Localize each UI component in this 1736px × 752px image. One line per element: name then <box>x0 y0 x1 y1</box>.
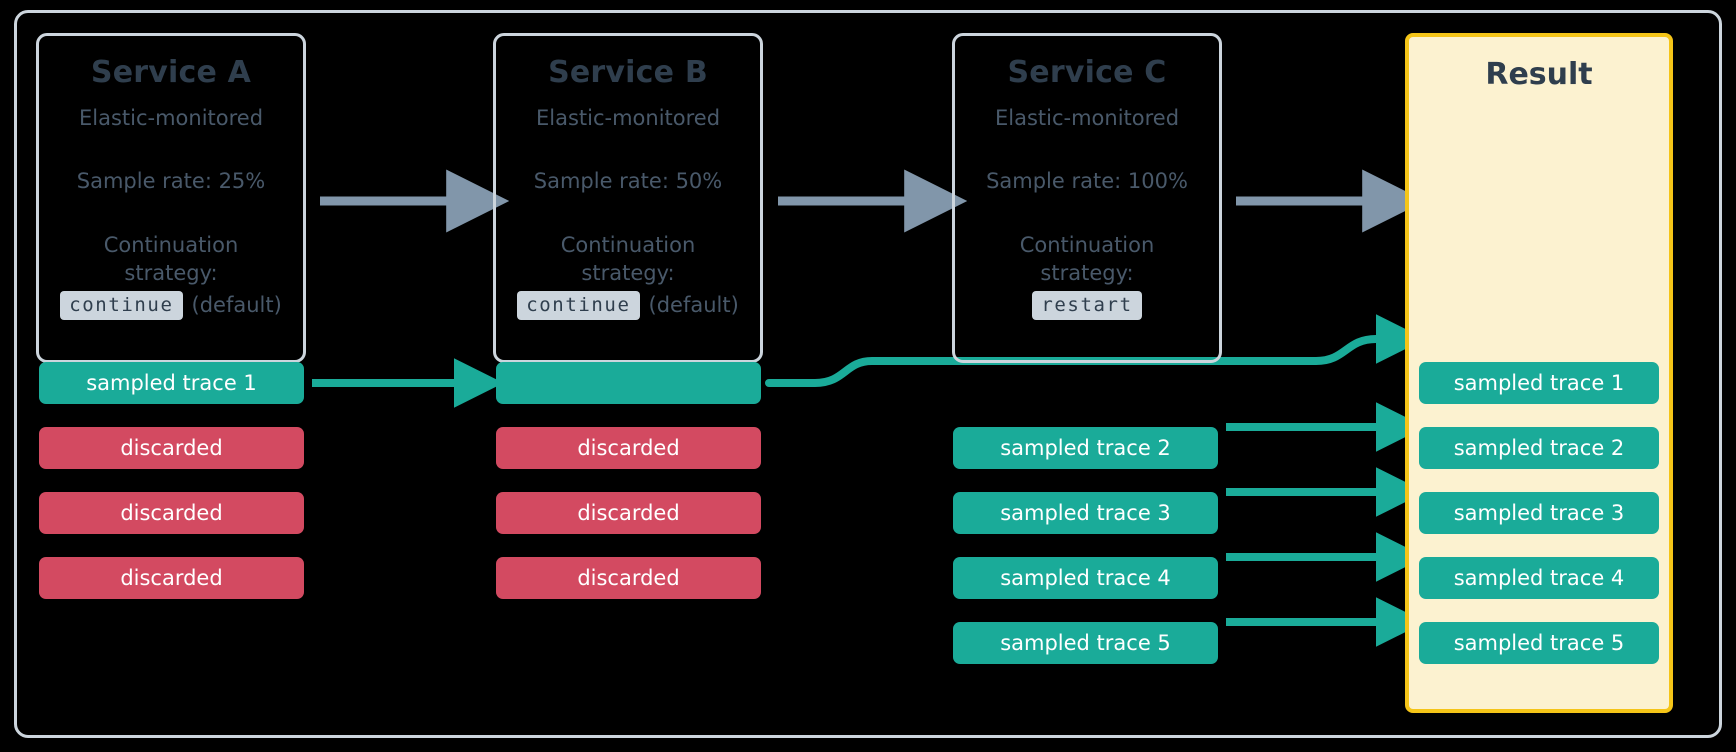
service-c-strategy-line2: strategy: <box>1040 261 1134 286</box>
service-b-monitored: Elastic-monitored <box>535 105 721 130</box>
service-c-strategy-code: restart <box>1032 290 1142 320</box>
service-c-strategy-line1: Continuation <box>1019 233 1155 258</box>
service-a-strategy-line1: Continuation <box>103 233 239 258</box>
service-c-title: Service C <box>1007 55 1167 90</box>
trace-pill <box>496 362 761 404</box>
service-b-strategy-label: Continuation strategy: <box>506 231 750 288</box>
service-card-b: Service B Elastic-monitored Sample rate:… <box>493 33 763 363</box>
trace-pill: discarded <box>39 427 304 469</box>
trace-pill: sampled trace 1 <box>39 362 304 404</box>
result-title: Result <box>1485 57 1593 92</box>
service-card-c: Service C Elastic-monitored Sample rate:… <box>952 33 1222 363</box>
service-c-strategy-label: Continuation strategy: <box>965 231 1209 288</box>
trace-pill: discarded <box>496 492 761 534</box>
service-a-strategy-note: (default) <box>191 293 282 318</box>
service-c-sample-rate: Sample rate: 100% <box>986 168 1188 193</box>
service-b-strategy-note: (default) <box>648 293 739 318</box>
result-trace-pill: sampled trace 2 <box>1419 427 1659 469</box>
trace-pill: sampled trace 2 <box>953 427 1218 469</box>
service-c-monitored: Elastic-monitored <box>994 105 1180 130</box>
result-trace-pill: sampled trace 3 <box>1419 492 1659 534</box>
result-trace-pill: sampled trace 5 <box>1419 622 1659 664</box>
trace-pill: discarded <box>496 427 761 469</box>
service-a-sample-rate: Sample rate: 25% <box>76 168 266 193</box>
result-trace-pill: sampled trace 4 <box>1419 557 1659 599</box>
trace-pill: discarded <box>39 557 304 599</box>
teal-flow-arrows <box>312 314 1426 647</box>
trace-pill: discarded <box>496 557 761 599</box>
trace-pill: sampled trace 3 <box>953 492 1218 534</box>
service-b-strategy-line2: strategy: <box>581 261 675 286</box>
service-a-monitored: Elastic-monitored <box>78 105 264 130</box>
service-a-strategy-label: Continuation strategy: <box>49 231 293 288</box>
service-card-a: Service A Elastic-monitored Sample rate:… <box>36 33 306 363</box>
service-a-strategy-row: continue (default) <box>49 290 293 320</box>
trace-pill: sampled trace 4 <box>953 557 1218 599</box>
service-b-strategy-line1: Continuation <box>560 233 696 258</box>
service-c-strategy-row: restart <box>965 290 1209 320</box>
result-trace-pill: sampled trace 1 <box>1419 362 1659 404</box>
service-b-strategy-code: continue <box>517 290 640 320</box>
service-b-sample-rate: Sample rate: 50% <box>533 168 723 193</box>
service-a-title: Service A <box>90 55 252 90</box>
service-a-strategy-code: continue <box>60 290 183 320</box>
trace-pill: sampled trace 5 <box>953 622 1218 664</box>
trace-pill: discarded <box>39 492 304 534</box>
service-b-strategy-row: continue (default) <box>506 290 750 320</box>
service-b-title: Service B <box>548 55 708 90</box>
service-a-strategy-line2: strategy: <box>124 261 218 286</box>
